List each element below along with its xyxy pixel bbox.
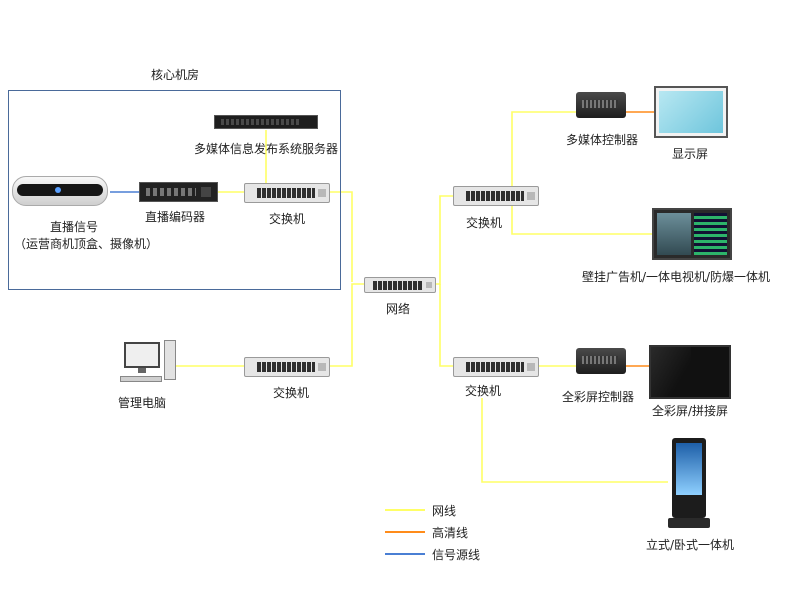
legend-swatch-signal xyxy=(385,553,425,555)
fullcolor-screen-label: 全彩屏/拼接屏 xyxy=(651,404,729,418)
wire-mgmtswitch-network xyxy=(330,283,364,367)
legend-label-network: 网线 xyxy=(432,504,457,518)
live-signal-label-line1: 直播信号 xyxy=(49,220,99,234)
display-screen-icon xyxy=(654,86,728,138)
wire-top-controller xyxy=(511,111,576,186)
top-switch-label: 交换机 xyxy=(465,216,503,230)
mgmt-switch-label: 交换机 xyxy=(272,386,310,400)
server-label: 多媒体信息发布系统服务器 xyxy=(193,142,339,156)
wire-network-top xyxy=(434,195,453,285)
media-controller-icon xyxy=(576,92,626,118)
fullcolor-screen-icon xyxy=(649,345,731,399)
network-label: 网络 xyxy=(385,302,411,316)
network-switch-icon xyxy=(364,277,436,293)
bottom-switch-icon xyxy=(453,357,539,377)
computer-icon xyxy=(120,336,178,386)
legend-swatch-hd xyxy=(385,531,425,533)
wire-top-wallad xyxy=(511,206,652,235)
fullcolor-controller-icon xyxy=(576,348,626,374)
mgmt-pc-label: 管理电脑 xyxy=(117,396,167,410)
legend-label-signal: 信号源线 xyxy=(432,548,481,562)
core-switch-label: 交换机 xyxy=(268,212,306,226)
wire-coreswitch-network xyxy=(330,191,353,282)
core-room-box xyxy=(8,90,341,290)
top-switch-icon xyxy=(453,186,539,206)
wall-ad-label: 壁挂广告机/一体电视机/防爆一体机 xyxy=(581,270,771,284)
kiosk-label: 立式/卧式一体机 xyxy=(645,538,735,552)
kiosk-icon xyxy=(668,438,710,530)
bottom-switch-label: 交换机 xyxy=(464,384,502,398)
legend-swatch-network xyxy=(385,509,425,511)
core-switch-icon xyxy=(244,183,330,203)
media-controller-label: 多媒体控制器 xyxy=(565,133,639,147)
encoder-icon xyxy=(139,182,218,202)
display-label: 显示屏 xyxy=(671,147,709,161)
wire-bottom-kiosk xyxy=(481,398,668,483)
core-room-label: 核心机房 xyxy=(150,68,200,82)
legend-label-hd: 高清线 xyxy=(432,526,469,540)
mgmt-switch-icon xyxy=(244,357,330,377)
encoder-label: 直播编码器 xyxy=(144,210,206,224)
server-rack-icon xyxy=(214,115,318,129)
settop-box-icon xyxy=(12,176,108,206)
wire-network-bottom xyxy=(439,284,453,367)
wall-ad-machine-icon xyxy=(652,208,732,260)
live-signal-label-line2: （运营商机顶盒、摄像机） xyxy=(13,237,159,251)
fullcolor-controller-label: 全彩屏控制器 xyxy=(561,390,635,404)
